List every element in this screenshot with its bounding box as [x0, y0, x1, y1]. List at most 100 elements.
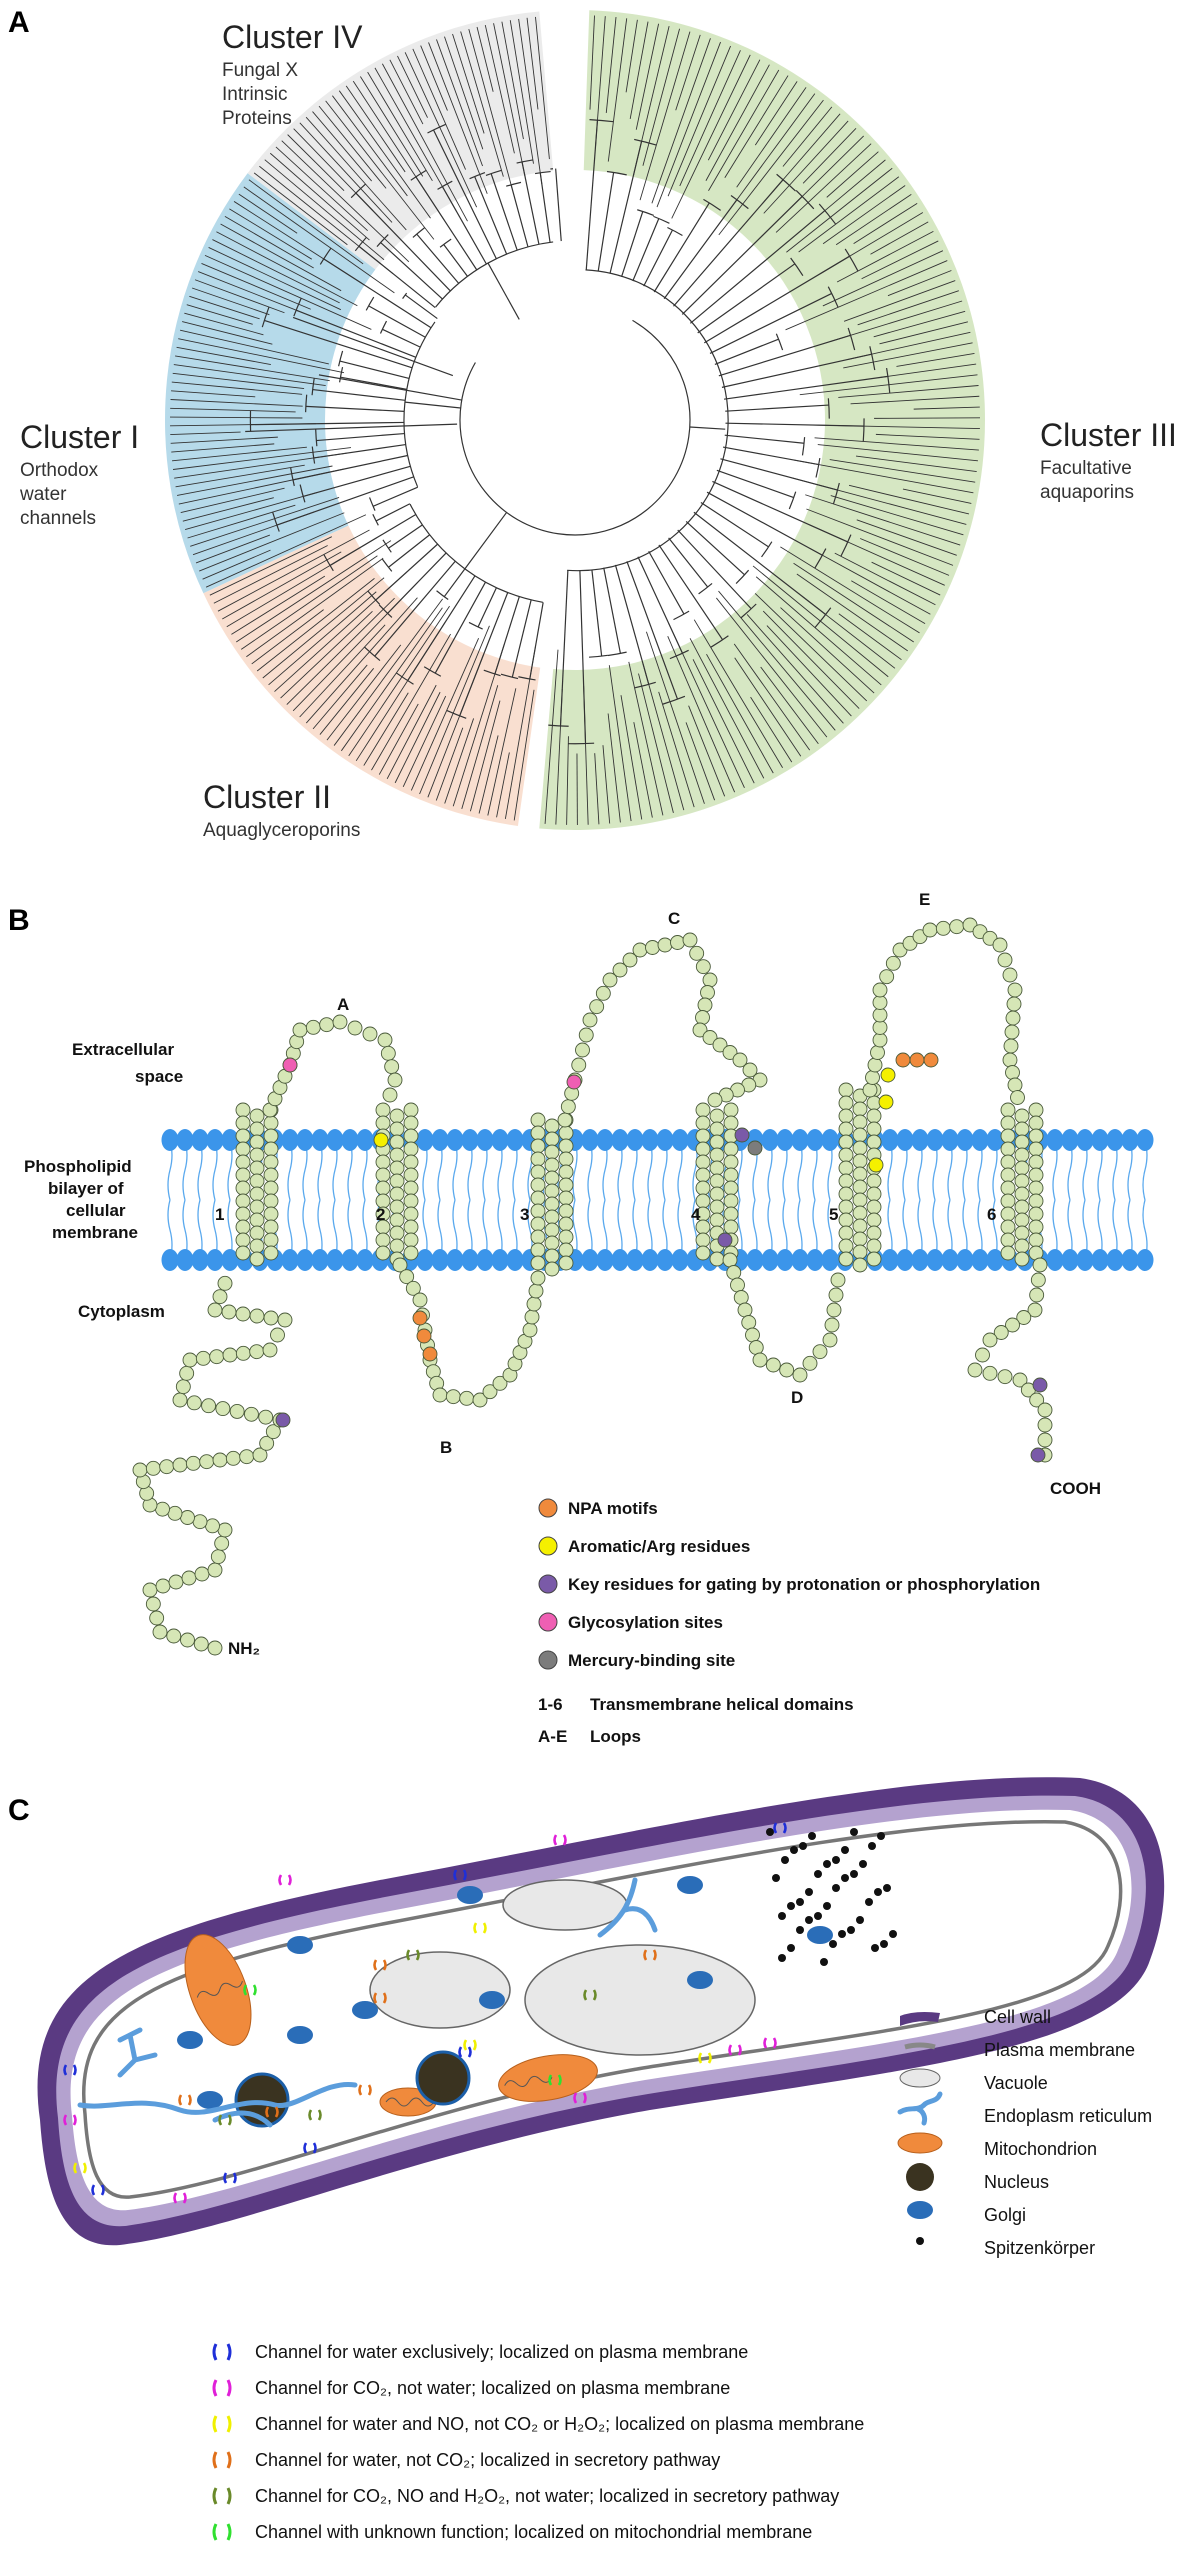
residue-bead — [1012, 1372, 1028, 1388]
residue-bead — [235, 1180, 251, 1196]
residue-bead — [207, 1562, 223, 1578]
residue-bead — [975, 1347, 990, 1363]
bilayer-label-1: Phospholipid — [24, 1157, 132, 1176]
tree-leaf-branch — [305, 116, 407, 231]
tree-leaf-branch — [191, 287, 270, 316]
spitzenkorper-vesicle — [847, 1926, 855, 1934]
residue-bead — [879, 969, 895, 985]
residue-bead — [1000, 1245, 1016, 1261]
residue-bead — [695, 1245, 711, 1261]
tree-leaf-branch — [724, 75, 789, 179]
tree-internal-branch — [510, 184, 529, 248]
tree-node-arc — [847, 327, 856, 351]
golgi — [687, 1971, 713, 1989]
lipid-head — [476, 1249, 494, 1271]
lipid-head — [956, 1129, 974, 1151]
tree-internal-branch — [416, 233, 460, 284]
panel-b-letter: B — [8, 904, 30, 937]
residue-bead — [1000, 1167, 1016, 1183]
residue-bead — [530, 1216, 546, 1232]
cluster-i-label: Cluster I Orthodox water channels — [19, 419, 139, 529]
cluster-wedge — [539, 10, 986, 831]
residue-bead — [802, 1355, 818, 1371]
tree-leaf-branch — [325, 100, 435, 240]
channel-legend-label: Channel for water exclusively; localized… — [255, 2342, 748, 2362]
residue-bead — [252, 1447, 268, 1463]
cluster-iii-label: Cluster III Facultative aquaporins — [1040, 417, 1177, 503]
tree-leaf-branch — [238, 193, 298, 234]
residue-bead — [249, 1199, 265, 1215]
residue-bead — [159, 1459, 175, 1475]
tree-leaf-branch — [469, 700, 501, 812]
tree-leaf-branch — [174, 452, 347, 479]
cytoplasm-label: Cytoplasm — [78, 1302, 165, 1321]
tree-node-arc — [338, 350, 344, 367]
golgi-icon — [907, 2201, 933, 2219]
lipid-head — [641, 1129, 659, 1151]
residue-bead — [709, 1199, 725, 1215]
panel-a: A Cluster IV Fungal X Intrinsic Proteins… — [8, 6, 1177, 841]
tree-leaf-branch — [484, 24, 515, 154]
tree-node-arc — [637, 209, 655, 216]
tree-node-arc — [698, 582, 713, 595]
residue-bead — [249, 1147, 265, 1163]
loop-b-label: B — [440, 1438, 452, 1457]
aquaporin-channel — [308, 2109, 322, 2121]
tree-node-arc — [869, 346, 876, 371]
residue-bead — [560, 1099, 576, 1115]
residue-bead — [707, 1092, 723, 1108]
spitzenkorper-vesicle — [889, 1930, 897, 1938]
lipid-head — [311, 1249, 329, 1271]
residue-bead — [1014, 1134, 1030, 1150]
tree-node-arc — [607, 651, 627, 657]
legend-swatch — [538, 1536, 558, 1556]
tree-leaf-branch — [822, 185, 906, 245]
residue-bead — [582, 1012, 598, 1028]
residue-bead — [235, 1128, 251, 1144]
tree-leaf-branch — [374, 67, 457, 211]
panel-b: B Extracellular space Phospholipid bilay… — [8, 890, 1154, 1746]
tree-node-arc — [437, 180, 453, 190]
residue-bead — [558, 1216, 574, 1232]
residue-bead — [1028, 1115, 1044, 1131]
lipid-head — [206, 1249, 224, 1271]
tree-clade-stem — [464, 512, 508, 570]
tree-internal-branch — [706, 491, 823, 556]
tree-leaf-branch — [620, 695, 643, 820]
tree-node-arc — [788, 491, 797, 510]
residue-bead — [645, 940, 660, 955]
cluster-wedges — [165, 10, 986, 831]
tree-leaf-branch — [675, 34, 701, 111]
spitzenkorper-vesicle — [796, 1898, 804, 1906]
cluster-i-sub-1: Orthodox — [20, 460, 99, 481]
organelle-legend-label: Mitochondrion — [984, 2139, 1097, 2159]
panel-c-letter: C — [8, 1794, 30, 1827]
tree-node-arc — [365, 296, 375, 311]
cluster-iii-title: Cluster III — [1040, 417, 1177, 453]
loop-a-label: A — [337, 995, 349, 1014]
residue-bead — [403, 1219, 419, 1235]
lipid-head — [1046, 1129, 1064, 1151]
cluster-ii-label: Cluster II Aquaglyceroporins — [203, 779, 360, 841]
panel-a-letter: A — [8, 6, 30, 39]
vacuole — [502, 1879, 628, 1931]
residue-bead — [544, 1131, 560, 1147]
residue-bead — [217, 1275, 233, 1291]
tree-leaf-branch — [216, 231, 358, 307]
tree-leaf-branch — [793, 459, 974, 494]
cluster-iii-sub-1: Facultative — [1040, 458, 1132, 479]
residue-bead — [967, 1362, 983, 1378]
tree-node-arc — [423, 666, 442, 677]
tree-leaf-branch — [222, 551, 342, 620]
tree-leaf-branch — [184, 312, 264, 336]
tree-leaf-branch — [780, 546, 920, 634]
legend-label: Key residues for gating by protonation o… — [568, 1575, 1040, 1594]
residue-bead — [1014, 1199, 1030, 1215]
tree-leaf-branch — [848, 484, 970, 515]
residue-bead — [412, 1292, 428, 1308]
tree-internal-branch — [620, 211, 644, 278]
tree-leaf-branch — [594, 753, 600, 825]
residue-bead — [723, 1115, 739, 1131]
spitzenkorper-vesicle — [829, 1940, 837, 1948]
